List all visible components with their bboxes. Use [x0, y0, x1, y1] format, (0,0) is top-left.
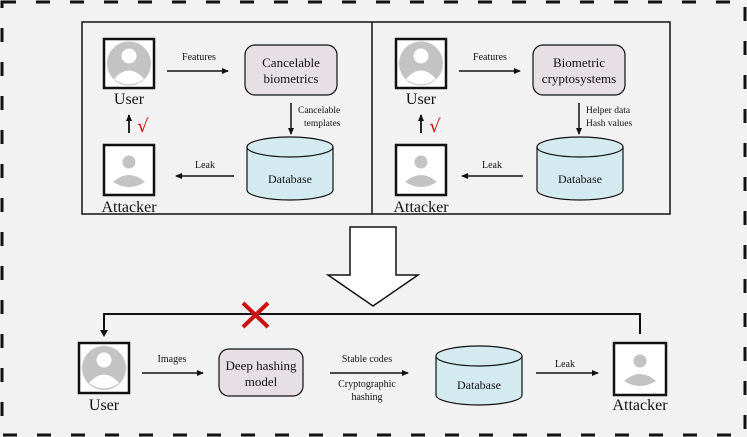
user-avatar-icon [394, 37, 448, 90]
database-label: Database [457, 378, 501, 392]
attacker-avatar-icon [394, 143, 448, 197]
attacker-label: Attacker [393, 199, 449, 216]
user-label: User [114, 91, 145, 108]
store-label-line1: Cancelable [298, 106, 340, 116]
user-avatar-icon [102, 37, 156, 90]
panel-deep-hashing: User Images Deep hashing model Stable co… [77, 301, 668, 414]
leak-label: Leak [482, 160, 502, 171]
process-label-line1: Deep hashing [225, 358, 297, 373]
database-cylinder-icon [435, 345, 523, 406]
cross-mark-icon [241, 301, 270, 329]
features-label: Features [182, 52, 216, 63]
user-avatar-icon [77, 341, 131, 395]
check-mark-icon: √ [429, 116, 441, 137]
panel-cancelable-biometrics: User Features Cancelable biometrics Canc… [101, 37, 341, 216]
top-panels-frame [81, 21, 671, 215]
process-box-biometric-cryptosystems [532, 44, 626, 96]
images-label: Images [158, 354, 187, 365]
codes-label-bottom-line1: Cryptographic [338, 379, 396, 390]
process-label-line2: biometrics [264, 71, 319, 86]
attacker-avatar-icon [612, 341, 668, 397]
attack-feedback-line [103, 313, 641, 334]
attacker-label: Attacker [101, 199, 157, 216]
leak-label: Leak [555, 359, 575, 370]
attacker-avatar-icon [102, 143, 156, 197]
codes-label-bottom-line2: hashing [351, 392, 382, 403]
attack-feedback-arrowhead [100, 330, 108, 337]
database-cylinder-icon [246, 136, 334, 201]
store-label-line2: Hash values [586, 119, 632, 129]
panel-biometric-cryptosystems: User Features Biometric cryptosystems He… [393, 37, 632, 216]
process-label-line1: Biometric [553, 55, 605, 70]
leak-label: Leak [195, 160, 215, 171]
database-cylinder-icon [536, 136, 624, 201]
attacker-label: Attacker [612, 397, 668, 414]
database-label: Database [558, 172, 602, 186]
codes-label-top: Stable codes [342, 354, 392, 365]
user-label: User [89, 397, 120, 414]
process-label-line2: model [245, 374, 278, 389]
process-box-deep-hashing-model [218, 348, 304, 397]
transition-down-arrow-icon [325, 226, 421, 307]
process-label-line1: Cancelable [262, 55, 320, 70]
features-label: Features [473, 52, 507, 63]
process-label-line2: cryptosystems [542, 71, 616, 86]
store-label-line2: templates [304, 119, 341, 129]
user-label: User [406, 91, 437, 108]
database-label: Database [268, 172, 312, 186]
check-mark-icon: √ [137, 116, 149, 137]
process-box-cancelable-biometrics [244, 44, 338, 96]
store-label-line1: Helper data [586, 106, 631, 116]
